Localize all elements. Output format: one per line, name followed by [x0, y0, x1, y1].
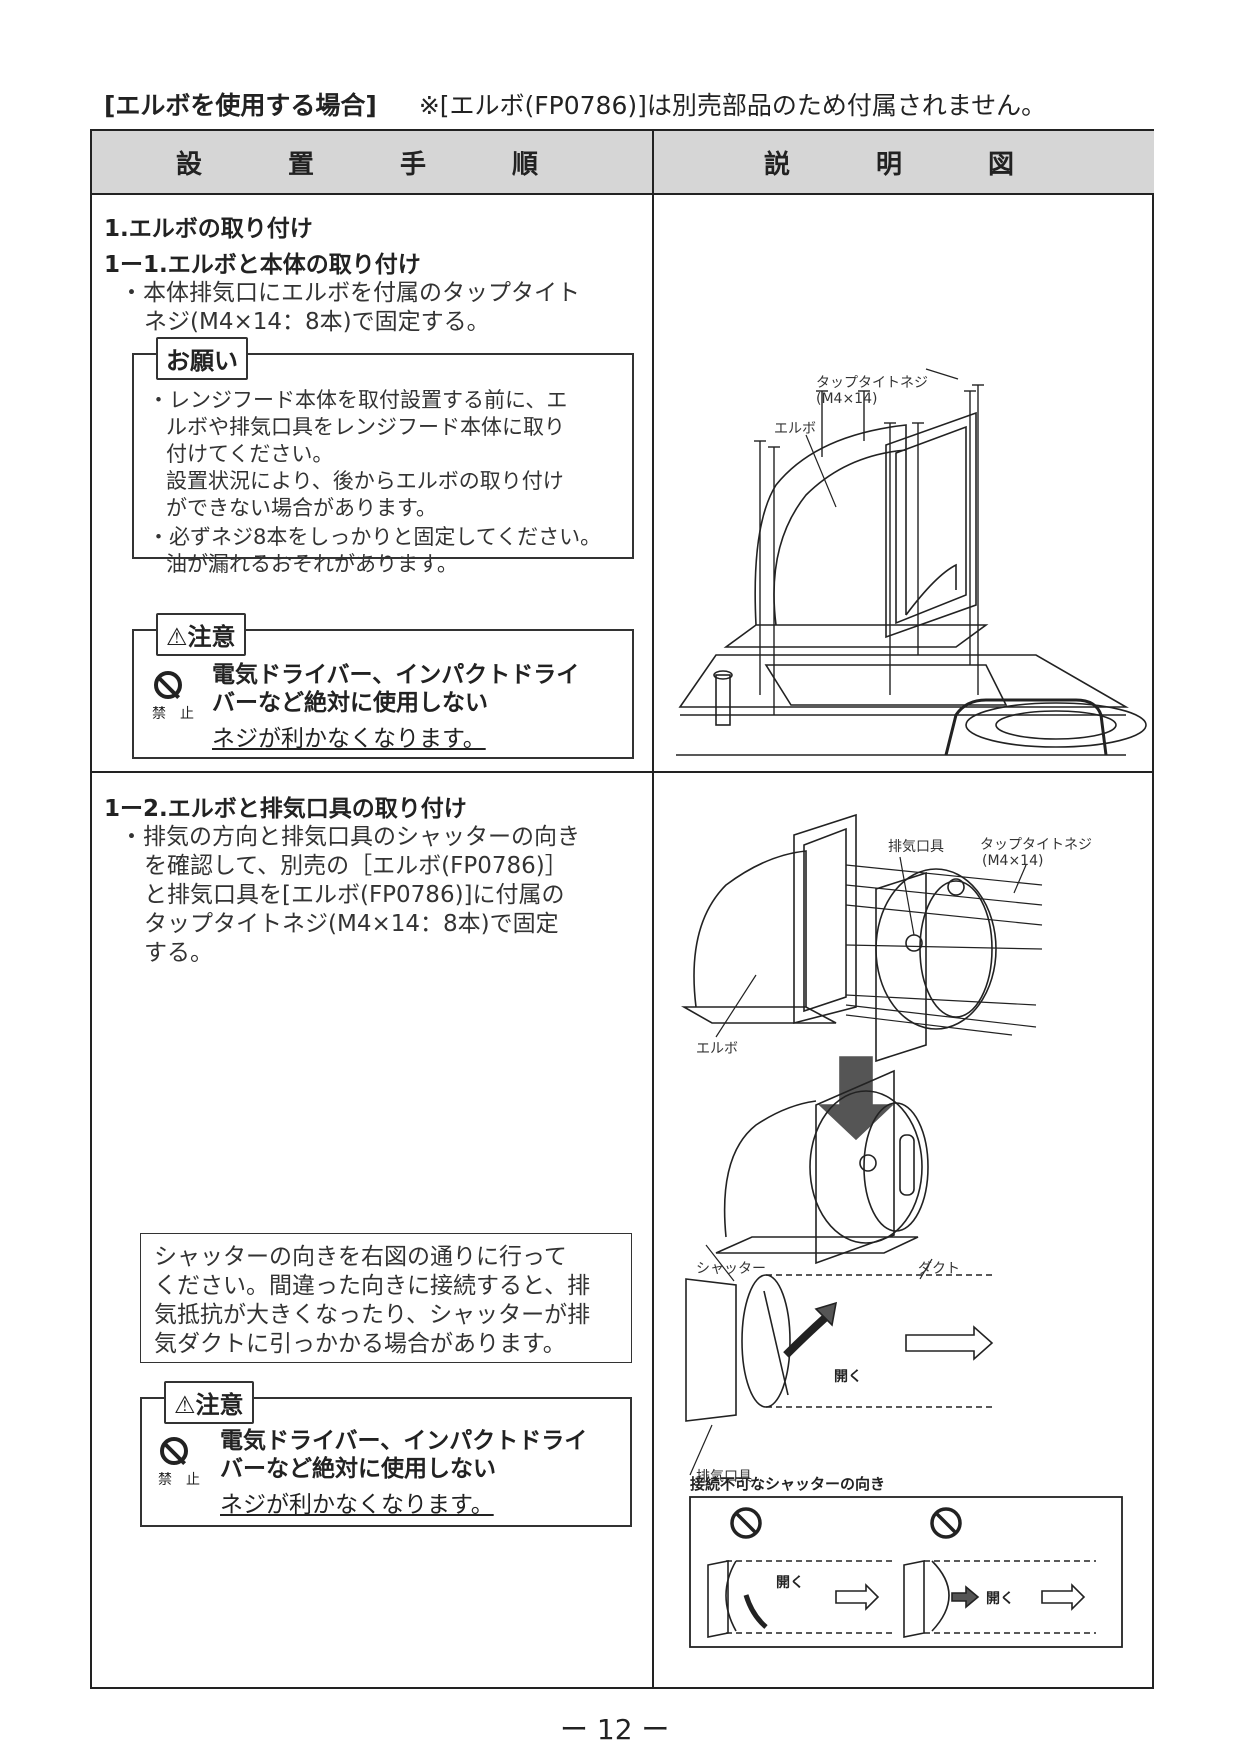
caution-underline: ネジが利かなくなります。	[220, 1492, 494, 1518]
procedure-table: 設 置 手 順 説 明 図 1.エルボの取り付け 1ー1.エルボと本体の取り付け…	[90, 129, 1154, 1689]
section-title: [エルボを使用する場合]	[104, 91, 377, 120]
screw-size-label: (M4×14)	[816, 391, 877, 407]
step1-text-line1: ・本体排気口にエルボを付属のタップタイト	[120, 280, 580, 306]
request-line: 設置状況により、後からエルボの取り付け	[166, 469, 564, 493]
duct-label: ダクト	[918, 1261, 960, 1277]
shutter-note-box	[140, 1233, 632, 1363]
elbow-label: エルボ	[774, 421, 816, 437]
step2-line: ・排気の方向と排気口具のシャッターの向き	[120, 824, 580, 850]
step1-text-line2: ネジ(M4×14：8本)で固定する。	[144, 309, 490, 335]
page-number: ー 12 ー	[560, 1713, 670, 1746]
outlet-label: 排気口具	[888, 839, 944, 855]
outlet-label-2: 排気口具	[696, 1469, 752, 1485]
request-line: 油が漏れるおそれがあります。	[166, 552, 458, 576]
header-note: [エルボを使用する場合] ※[エルボ(FP0786)]は別売部品のため付属されま…	[104, 86, 1046, 122]
caution-tag: ⚠注意	[164, 1381, 254, 1424]
prohibited-label: 禁 止	[158, 1472, 200, 1488]
column-divider	[652, 193, 654, 1689]
open-label: 開く	[834, 1369, 862, 1385]
caution-box	[140, 1397, 632, 1527]
caution-bold-line1: 電気ドライバー、インパクトドライ	[220, 1428, 588, 1454]
screw-label: タップタイトネジ	[816, 375, 928, 391]
step2-line: を確認して、別売の［エルボ(FP0786)］	[144, 853, 568, 879]
caution-box	[132, 629, 634, 759]
outlet-mounting-diagram: 排気口具 タップタイトネジ (M4×14) エルボ シャッター ダクト 開く 排…	[680, 813, 1123, 1648]
request-line: ・必ずネジ8本をしっかりと固定してください。	[148, 525, 602, 549]
prohibited-icon	[154, 671, 182, 699]
elbow-label: エルボ	[696, 1041, 738, 1057]
elbow-mounting-diagram: タップタイトネジ (M4×14) エルボ	[676, 368, 1147, 756]
sold-separately-note: ※[エルボ(FP0786)]は別売部品のため付属されません。	[418, 91, 1047, 120]
screw-size-label: (M4×14)	[982, 853, 1043, 869]
shutter-note-line: シャッターの向きを右図の通りに行って	[154, 1244, 567, 1270]
wrong-orientation-title: 接続不可なシャッターの向き	[690, 1475, 885, 1493]
prohibited-label: 禁 止	[152, 706, 194, 722]
caution-bold-line2: バーなど絶対に使用しない	[212, 690, 488, 716]
prohibited-icon	[160, 1437, 188, 1465]
request-box	[132, 353, 634, 559]
step1-heading: 1.エルボの取り付け	[104, 216, 313, 242]
shutter-note-line: 気抵抗が大きくなったり、シャッターが排	[154, 1302, 591, 1328]
shutter-label: シャッター	[696, 1261, 766, 1277]
caution-bold-line1: 電気ドライバー、インパクトドライ	[212, 662, 580, 688]
step2-line: タップタイトネジ(M4×14：8本)で固定	[144, 911, 559, 937]
column-header-diagram: 説 明 図	[654, 131, 1154, 195]
wrong-open-label: 開く	[986, 1591, 1014, 1607]
caution-underline: ネジが利かなくなります。	[212, 726, 486, 752]
row-divider	[92, 771, 1152, 773]
request-line: 付けてください。	[166, 442, 334, 466]
shutter-note-line: 気ダクトに引っかかる場合があります。	[154, 1331, 566, 1357]
request-line: ができない場合があります。	[166, 496, 437, 520]
caution-tag: ⚠注意	[156, 613, 246, 656]
request-line: ・レンジフード本体を取付設置する前に、エ	[148, 388, 568, 412]
wrong-open-label: 開く	[776, 1575, 804, 1591]
request-tag: お願い	[156, 337, 248, 380]
request-line: ルボや排気口具をレンジフード本体に取り	[166, 415, 565, 439]
column-header-procedure: 設 置 手 順	[92, 131, 654, 195]
caution-bold-line2: バーなど絶対に使用しない	[220, 1456, 496, 1482]
shutter-note-line: ください。間違った向きに接続すると、排	[154, 1273, 591, 1299]
screw-label: タップタイトネジ	[980, 837, 1092, 853]
step2-line: と排気口具を[エルボ(FP0786)]に付属の	[144, 882, 565, 908]
step1-1-heading: 1ー1.エルボと本体の取り付け	[104, 252, 421, 278]
step1-2-heading: 1ー2.エルボと排気口具の取り付け	[104, 796, 467, 822]
step2-line: する。	[144, 940, 213, 966]
